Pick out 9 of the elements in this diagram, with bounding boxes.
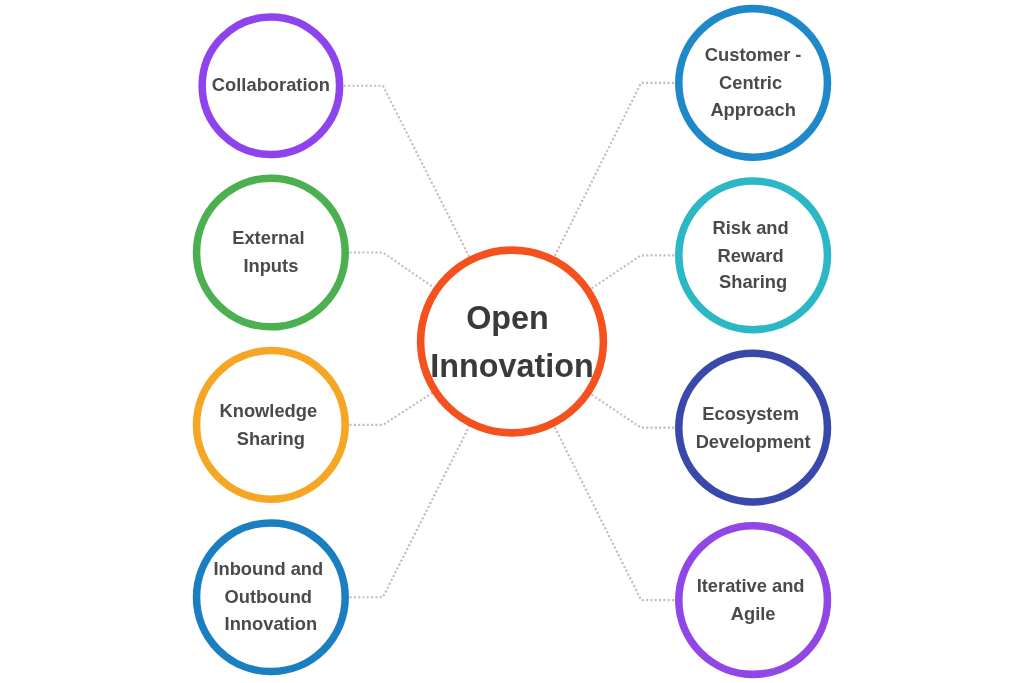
- node-circle: Open Innovation: [416, 246, 608, 437]
- node-circle: Collaboration: [198, 13, 344, 159]
- node-circle: Ecosystem Development: [675, 349, 832, 506]
- node-circle: Iterative and Agile: [675, 521, 832, 679]
- node-circle: Risk and Reward Sharing: [675, 177, 832, 334]
- node-circle: External Inputs: [192, 174, 349, 331]
- node-circle: Inbound and Outbound Innovation: [192, 519, 349, 676]
- node-circle: Knowledge Sharing: [192, 346, 349, 503]
- node-circle: Customer -Centric Approach: [675, 4, 832, 162]
